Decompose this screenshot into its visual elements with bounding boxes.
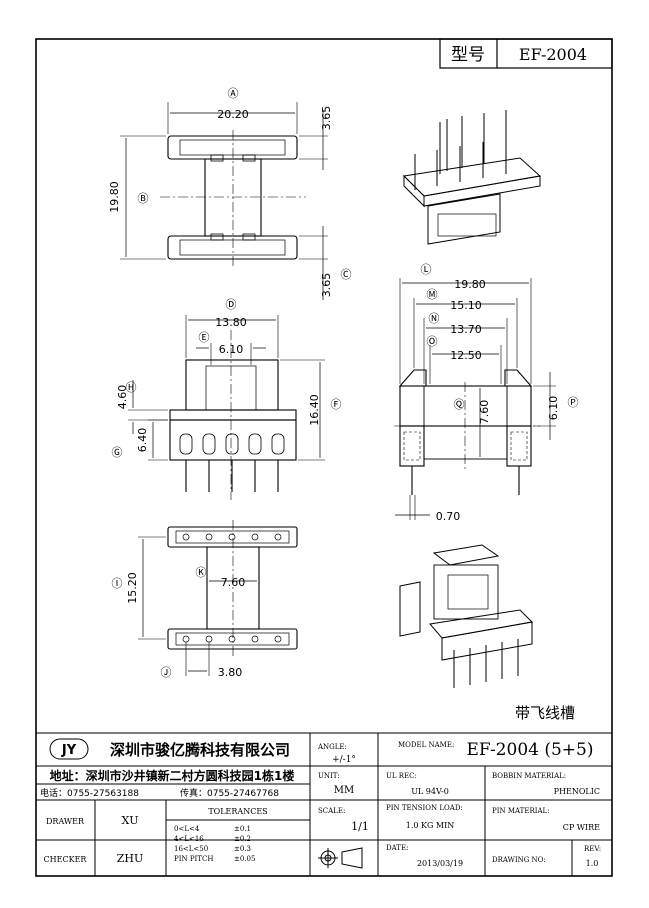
dim-pin: 0.70 bbox=[436, 510, 461, 523]
dim-A-tag: Ⓐ bbox=[228, 87, 239, 100]
date-label: DATE: bbox=[386, 844, 408, 852]
isometric-top-view bbox=[402, 110, 542, 245]
bobbin-material-label: BOBBIN MATERIAL: bbox=[492, 772, 566, 780]
unit-label: UNIT: bbox=[318, 772, 340, 780]
bottom-view bbox=[138, 520, 298, 676]
model-name: EF-2004 (5+5) bbox=[467, 740, 594, 760]
top-view bbox=[120, 102, 328, 300]
dim-N-tag: Ⓝ bbox=[429, 312, 440, 325]
rev-label: REV: bbox=[584, 845, 601, 853]
scale-label: SCALE: bbox=[318, 807, 345, 815]
header-box bbox=[439, 38, 613, 69]
tolerances-label: TOLERANCES bbox=[208, 807, 267, 816]
dim-P: 6.10 bbox=[547, 396, 560, 421]
note-fly-wire-slot: 带飞线槽 bbox=[515, 704, 575, 722]
ul-value: UL 94V-0 bbox=[411, 787, 449, 796]
dim-E: 6.10 bbox=[219, 343, 244, 356]
tolerance-range: PIN PITCH bbox=[174, 855, 213, 863]
isometric-bottom-view bbox=[399, 544, 534, 688]
tension-label: PIN TENSION LOAD: bbox=[386, 804, 463, 812]
company-address: 地址：深圳市沙井镇新二村方圆科技园1栋1楼 bbox=[50, 768, 295, 783]
dim-L-tag: Ⓛ bbox=[421, 263, 432, 276]
side-view bbox=[394, 278, 556, 520]
pin-material-value: CP WIRE bbox=[563, 823, 600, 832]
tolerance-value: ±0.2 bbox=[234, 835, 251, 843]
tolerance-value: ±0.05 bbox=[234, 855, 255, 863]
dim-bottom-gap: 3.65 bbox=[320, 273, 333, 298]
scale-value: 1/1 bbox=[351, 820, 369, 833]
dim-P-tag: Ⓟ bbox=[568, 396, 579, 409]
dim-B-tag: Ⓑ bbox=[138, 192, 149, 205]
tolerance-range: 4<L<16 bbox=[174, 835, 204, 843]
sheet-border bbox=[35, 38, 613, 877]
pin-material-label: PIN MATERIAL: bbox=[492, 807, 550, 815]
dim-F-tag: Ⓕ bbox=[331, 398, 342, 411]
dim-H-tag: Ⓗ bbox=[126, 381, 137, 394]
dim-O: 12.50 bbox=[450, 349, 482, 362]
dim-L: 19.80 bbox=[454, 278, 486, 291]
bobbin-material-value: PHENOLIC bbox=[554, 787, 600, 796]
dim-I: 15.20 bbox=[126, 572, 139, 604]
dim-Q-tag: Ⓠ bbox=[454, 398, 465, 411]
front-view bbox=[128, 315, 325, 500]
ul-label: UL REC: bbox=[386, 772, 417, 780]
dim-K-tag: Ⓚ bbox=[196, 566, 207, 579]
angle-value: +/-1° bbox=[332, 755, 356, 765]
tolerance-range: 16<L<50 bbox=[174, 845, 208, 853]
tolerance-range: 0<L<4 bbox=[174, 825, 200, 833]
dim-D-tag: Ⓓ bbox=[226, 298, 237, 311]
tension-value: 1.0 KG MIN bbox=[406, 821, 455, 830]
rev-value: 1.0 bbox=[586, 859, 599, 868]
projection-symbol-icon bbox=[318, 847, 363, 869]
checker-value: ZHU bbox=[117, 852, 144, 865]
dim-Q: 7.60 bbox=[478, 400, 491, 425]
drawer-value: XU bbox=[121, 814, 138, 827]
company-logo: JY bbox=[61, 743, 77, 758]
drawing-no-label: DRAWING NO: bbox=[492, 856, 546, 864]
dim-M: 15.10 bbox=[450, 299, 482, 312]
date-value: 2013/03/19 bbox=[417, 859, 463, 868]
type-label: 型号 bbox=[451, 45, 485, 65]
dim-G-tag: Ⓖ bbox=[112, 446, 123, 459]
tolerance-value: ±0.3 bbox=[234, 845, 251, 853]
dim-E-tag: Ⓔ bbox=[199, 331, 210, 344]
checker-label: CHECKER bbox=[44, 855, 88, 864]
dim-J-tag: Ⓙ bbox=[161, 666, 172, 679]
company-phone: 电话：0755-27563188 bbox=[40, 787, 139, 799]
dim-D: 13.80 bbox=[215, 316, 247, 329]
dim-J: 3.80 bbox=[218, 666, 243, 679]
title-block bbox=[36, 732, 612, 876]
model-label: MODEL NAME: bbox=[398, 741, 454, 749]
dim-K: 7.60 bbox=[221, 576, 246, 589]
company-name: 深圳市骏亿腾科技有限公司 bbox=[110, 741, 290, 759]
dim-A: 20.20 bbox=[217, 108, 249, 121]
dim-F: 16.40 bbox=[308, 394, 321, 426]
dim-top-gap: 3.65 bbox=[320, 106, 333, 131]
unit-value: MM bbox=[334, 785, 354, 796]
dim-C-tag: Ⓒ bbox=[341, 268, 352, 281]
dim-B: 19.80 bbox=[108, 181, 121, 213]
angle-label: ANGLE: bbox=[317, 743, 347, 751]
company-fax: 传真：0755-27467768 bbox=[180, 787, 279, 799]
dim-N: 13.70 bbox=[450, 323, 482, 336]
dim-O-tag: Ⓞ bbox=[427, 335, 438, 348]
drawer-label: DRAWER bbox=[46, 817, 85, 826]
tolerance-value: ±0.1 bbox=[234, 825, 251, 833]
dim-M-tag: Ⓜ bbox=[427, 288, 438, 301]
dim-I-tag: Ⓘ bbox=[112, 577, 123, 590]
header-model: EF-2004 bbox=[519, 45, 587, 64]
dim-H: 4.60 bbox=[116, 385, 129, 410]
dim-G: 6.40 bbox=[136, 428, 149, 453]
